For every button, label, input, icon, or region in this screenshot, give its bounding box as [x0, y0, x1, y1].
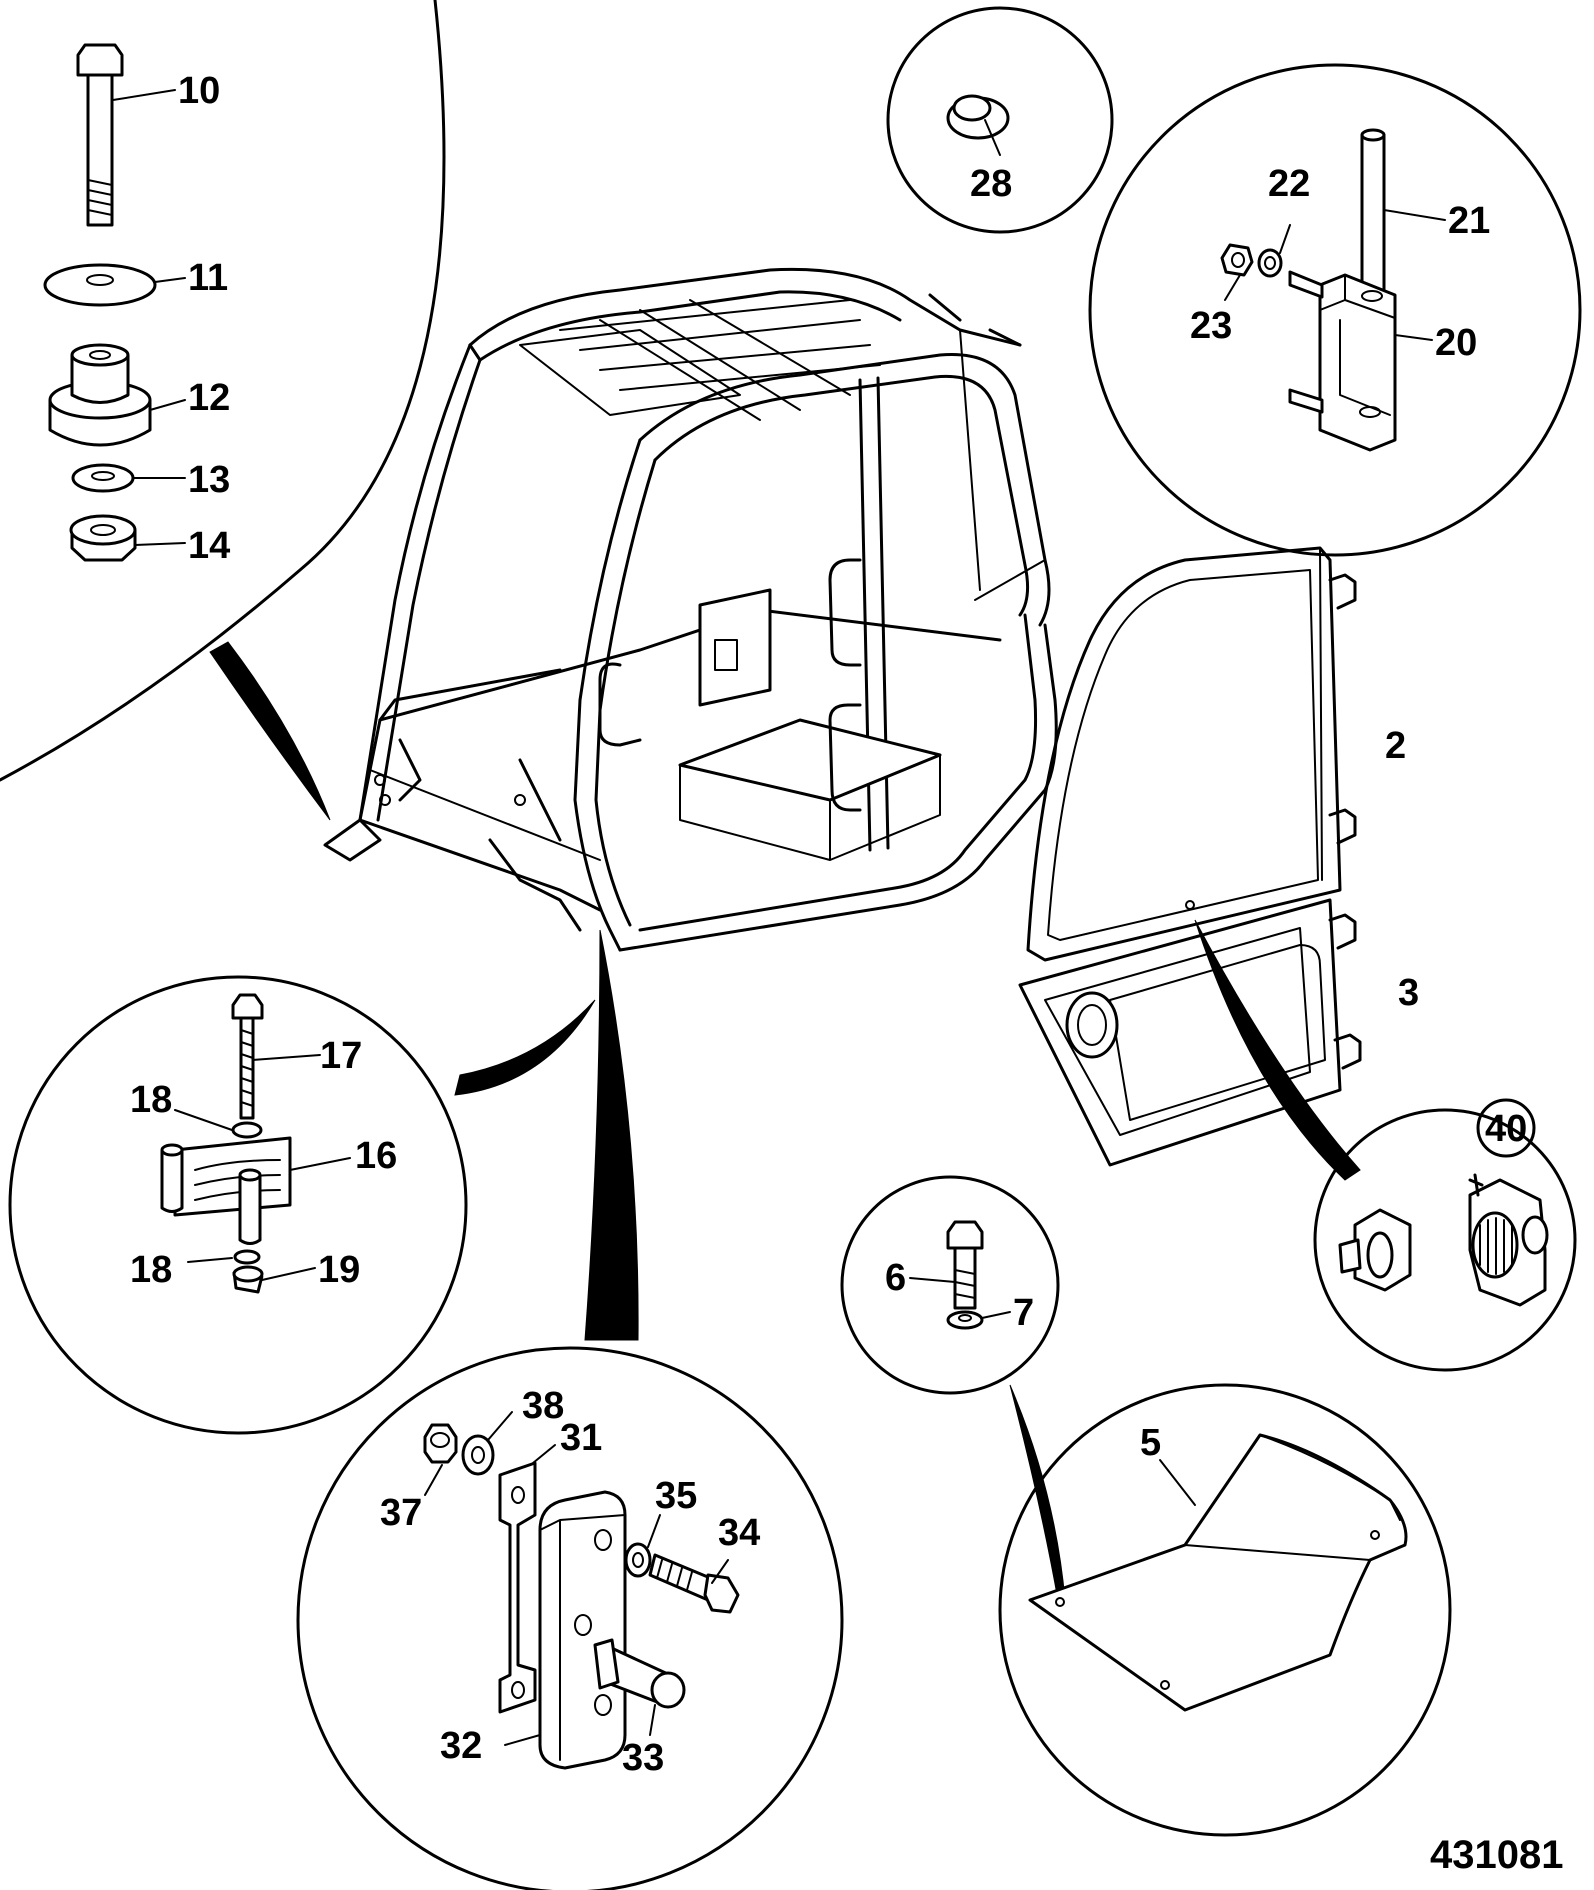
nut-23: [1220, 243, 1254, 277]
callout-35: 35: [655, 1475, 697, 1517]
cab-frame: [323, 267, 1058, 952]
leader-wedge-hinge-block: [454, 999, 596, 1096]
lower-door-panel: [1018, 898, 1362, 1167]
callout-31: 31: [560, 1417, 602, 1459]
callout-28: 28: [970, 163, 1012, 205]
screw-17: [231, 993, 264, 1120]
detail-circle-latch: [1313, 1108, 1577, 1372]
upper-door-glass: [1026, 546, 1357, 962]
washer-22: [1257, 248, 1283, 278]
callout-3: 3: [1398, 972, 1419, 1014]
leader-wedge-mount: [209, 641, 331, 821]
callout-7: 7: [1013, 1292, 1034, 1334]
callout-22: 22: [1268, 163, 1310, 205]
callout-40-ring: [1476, 1098, 1536, 1158]
callout-21: 21: [1448, 200, 1490, 242]
hinge-block-16: [160, 1136, 292, 1245]
callout-23: 23: [1190, 305, 1232, 347]
callout-2: 2: [1385, 725, 1406, 767]
callout-18-upper: 18: [130, 1079, 172, 1121]
washer-11: [43, 263, 157, 307]
nut-14: [69, 514, 137, 562]
hinge-pin-21: [1360, 128, 1386, 297]
callout-17: 17: [320, 1035, 362, 1077]
mount-detail-arc: [0, 0, 446, 782]
panel-5: [1028, 1433, 1408, 1712]
plate-31: [498, 1461, 537, 1714]
hinge-bracket-20: [1288, 270, 1397, 452]
callout-18-lower: 18: [130, 1249, 172, 1291]
callout-14: 14: [188, 525, 230, 567]
callout-13: 13: [188, 459, 230, 501]
callout-40: 40: [1485, 1108, 1527, 1150]
detail-circle-striker: [296, 1346, 844, 1890]
callout-19: 19: [318, 1249, 360, 1291]
nut-19: [232, 1265, 264, 1294]
detail-circle-bolt: [840, 1175, 1060, 1395]
callout-11: 11: [188, 257, 228, 299]
leader-wedge-striker: [584, 929, 639, 1341]
callout-12: 12: [188, 377, 230, 419]
washer-38: [461, 1434, 495, 1476]
callout-6: 6: [885, 1257, 906, 1299]
nut-37: [423, 1423, 458, 1464]
bolt-6: [946, 1220, 984, 1310]
grommet-28: [946, 94, 1010, 156]
callout-20: 20: [1435, 322, 1477, 364]
leader-wedge-latch: [1194, 919, 1361, 1181]
callout-38: 38: [522, 1385, 564, 1427]
drawing-number: 431081: [1430, 1833, 1563, 1877]
washer-18-lower: [233, 1249, 261, 1265]
bolt-10: [76, 43, 124, 227]
callout-5: 5: [1140, 1422, 1161, 1464]
washer-13: [71, 463, 135, 493]
washer-35: [624, 1542, 652, 1578]
bush-12: [48, 343, 152, 447]
bolt-34: [648, 1553, 740, 1614]
callout-37: 37: [380, 1492, 422, 1534]
leader-wedge-panel: [1009, 1384, 1066, 1601]
callout-10: 10: [178, 70, 220, 112]
detail-circle-panel: [998, 1383, 1452, 1837]
detail-circle-28: [886, 6, 1114, 234]
callout-32: 32: [440, 1725, 482, 1767]
detail-circle-hinge: [1088, 63, 1582, 557]
striker-33: [593, 1638, 686, 1709]
latch-40: [1338, 1173, 1549, 1307]
callout-16: 16: [355, 1135, 397, 1177]
washer-18-upper: [231, 1121, 263, 1139]
washer-7: [946, 1310, 984, 1330]
detail-circle-hinge-block: [8, 975, 468, 1435]
callout-34: 34: [718, 1512, 760, 1554]
plate-32: [538, 1490, 627, 1770]
callout-33: 33: [622, 1737, 664, 1779]
